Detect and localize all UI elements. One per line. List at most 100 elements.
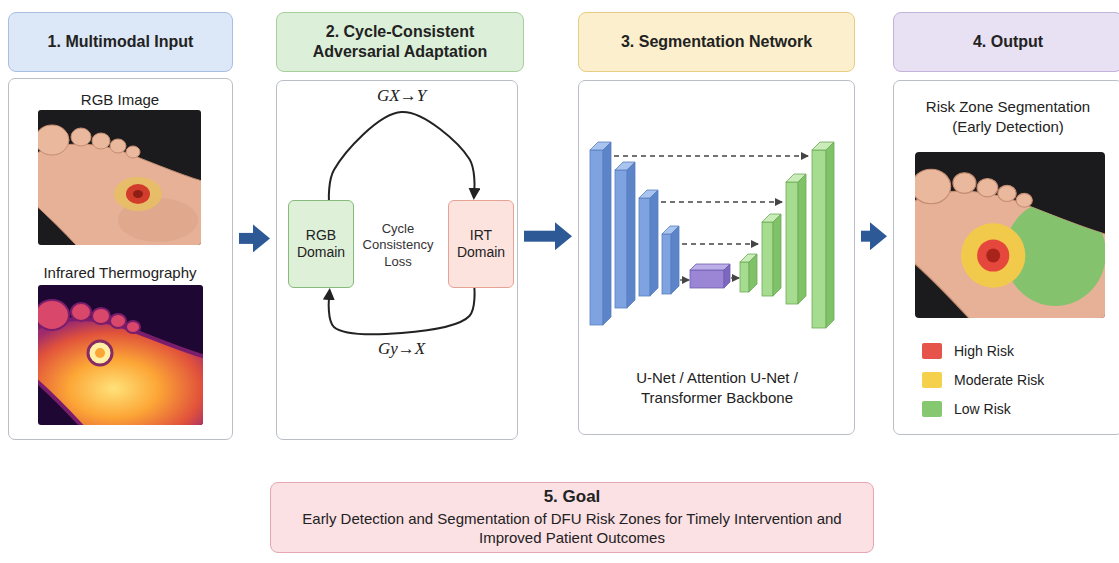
encoder-block — [590, 142, 679, 325]
risk-map-image — [915, 191, 1105, 318]
text-slot: Infrared Thermography — [9, 263, 231, 283]
panel: U-Net / Attention U-Net / Transformer Ba… — [578, 80, 855, 435]
bottleneck-block — [690, 264, 730, 288]
goal-text: 5. Goal — [544, 487, 601, 510]
thermal-foot-image — [38, 300, 140, 333]
risk-map-image — [915, 169, 1032, 207]
encoder-block — [615, 170, 627, 308]
unet-illustration — [590, 142, 834, 328]
legend-swatch — [922, 372, 942, 388]
text-slot: Risk Zone Segmentation (Early Detection) — [908, 97, 1108, 136]
decoder-block — [749, 254, 757, 292]
thermal-foot-image — [38, 285, 203, 425]
backbone-label: U-Net / Attention U-Net / Transformer Ba… — [607, 368, 827, 407]
panel-label: Infrared Thermography — [9, 263, 231, 283]
domain-box: IRT Domain — [448, 200, 514, 288]
panel: RGB ImageInfrared Thermography — [8, 78, 233, 440]
text-slot: RGB Image — [9, 90, 231, 110]
encoder-block — [671, 226, 679, 294]
encoder-block — [650, 190, 658, 296]
skip-connection — [682, 243, 758, 244]
header-text: 1. Multimodal Input — [48, 32, 194, 52]
rgb-foot-photo — [38, 110, 201, 245]
label-slot: GX→Y — [374, 86, 429, 106]
text-slot: Cycle Consistency Loss — [355, 221, 441, 270]
legend-item: Moderate Risk — [922, 370, 1044, 390]
decoder-block — [798, 174, 806, 304]
risk-map-image — [915, 152, 1105, 318]
domain-label: IRT Domain — [452, 227, 510, 262]
mapping-label: Gy→X — [375, 339, 428, 359]
thermal-foot-image — [95, 348, 105, 358]
section-header: 3. Segmentation Network — [578, 12, 855, 72]
thermal-foot-image — [38, 300, 203, 425]
bottleneck-block — [724, 264, 730, 288]
mapping-arrow — [329, 112, 475, 200]
legend-item: High Risk — [922, 341, 1044, 361]
decoder-block — [773, 214, 781, 296]
header-text: 2. Cycle-Consistent Adversarial Adaptati… — [285, 22, 515, 62]
decoder-block — [826, 142, 834, 328]
risk-map-image — [915, 169, 1105, 318]
risk-map-image — [977, 239, 1009, 271]
skip-connection — [614, 155, 808, 156]
section-header: 1. Multimodal Input — [8, 12, 233, 72]
skip-connection — [661, 201, 782, 202]
text-slot: U-Net / Attention U-Net / Transformer Ba… — [607, 368, 827, 407]
skip-connection — [680, 279, 689, 280]
thermal-foot-image — [38, 319, 203, 425]
header-text: 4. Output — [973, 32, 1043, 52]
rgb-foot-photo — [114, 177, 162, 211]
rgb-foot-photo — [126, 184, 150, 204]
panel-label: RGB Image — [9, 90, 231, 110]
decoder-block — [786, 182, 798, 304]
encoder-block — [627, 162, 635, 308]
label-slot: Gy→X — [375, 339, 428, 359]
decoder-block — [812, 150, 826, 328]
goal-box: 5. GoalEarly Detection and Segmentation … — [270, 482, 874, 553]
bottleneck-block — [690, 264, 730, 270]
skip-connection — [614, 156, 808, 280]
flow-arrow — [239, 233, 254, 244]
rgb-foot-photo — [38, 125, 201, 245]
bottleneck-block — [690, 270, 724, 288]
panel: Cycle Consistency LossRGB Domain IRT Doma… — [276, 80, 518, 440]
skip-connection — [731, 277, 739, 278]
domain-box: RGB Domain — [288, 200, 354, 288]
rgb-foot-photo — [38, 125, 140, 158]
legend-label: Low Risk — [954, 401, 1011, 417]
section-header: 2. Cycle-Consistent Adversarial Adaptati… — [276, 12, 524, 72]
encoder-block — [590, 150, 603, 325]
domain-label: RGB Domain — [292, 227, 350, 262]
encoder-block — [662, 234, 671, 294]
legend-item: Low Risk — [922, 399, 1044, 419]
loss-label: Cycle Consistency Loss — [355, 221, 441, 270]
mapping-label: GX→Y — [374, 86, 429, 106]
thermal-foot-image — [88, 341, 112, 365]
rgb-foot-photo — [133, 190, 143, 198]
legend: High RiskModerate RiskLow Risk — [922, 341, 1044, 428]
flow-arrow — [524, 231, 556, 242]
panel-label: Risk Zone Segmentation (Early Detection) — [908, 97, 1108, 136]
goal-text: Early Detection and Segmentation of DFU … — [277, 510, 867, 548]
encoder-block — [603, 142, 611, 325]
risk-map-image — [961, 223, 1025, 287]
flow-arrow — [861, 231, 871, 242]
legend-swatch — [922, 343, 942, 359]
risk-map-image — [961, 200, 1105, 306]
legend-label: High Risk — [954, 343, 1014, 359]
decoder-block — [762, 222, 773, 296]
decoder-block — [740, 142, 834, 328]
encoder-block — [639, 198, 650, 296]
section-header: 4. Output — [893, 12, 1119, 72]
legend-swatch — [922, 401, 942, 417]
decoder-block — [740, 262, 749, 292]
mapping-arrow — [329, 288, 475, 334]
rgb-foot-photo — [38, 144, 201, 245]
legend-label: Moderate Risk — [954, 372, 1044, 388]
risk-map-image — [986, 249, 1000, 263]
